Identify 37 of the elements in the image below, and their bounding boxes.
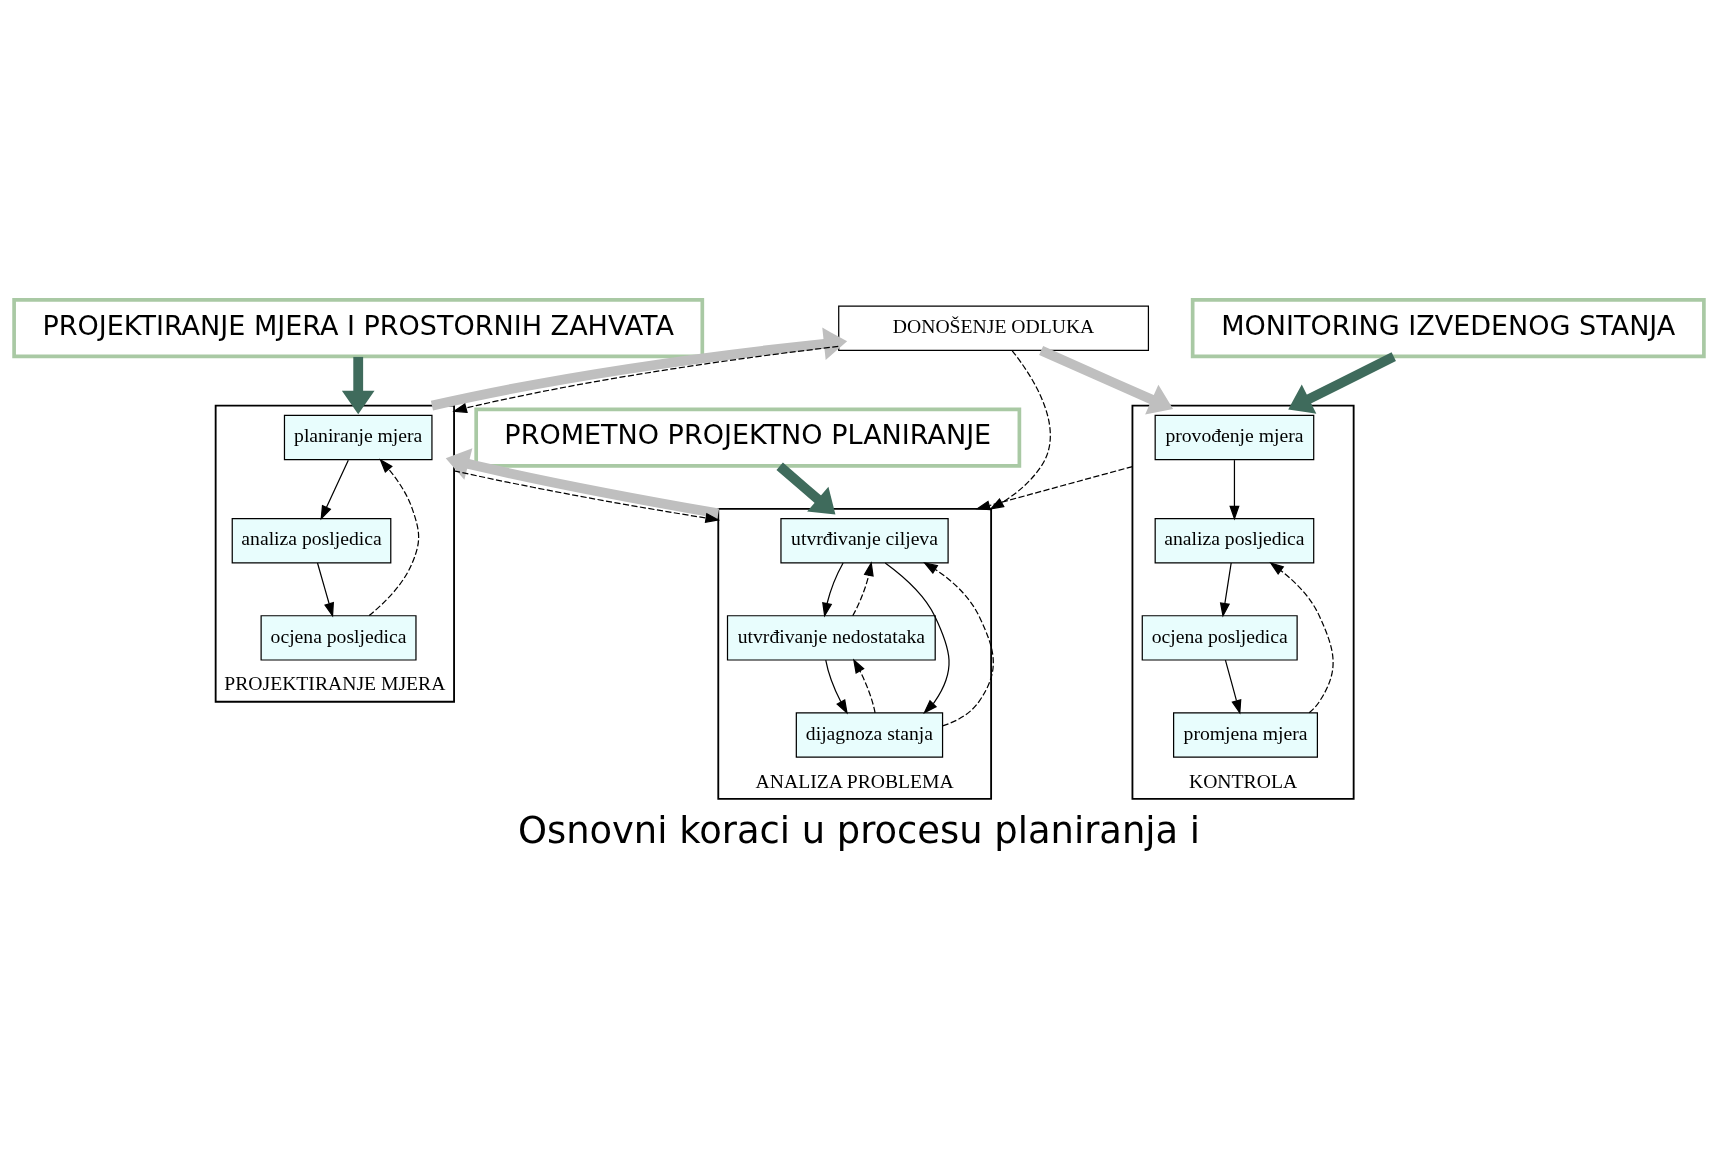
arrow [825,659,848,714]
arrow [884,561,950,714]
node-box: MONITORING IZVEDENOG STANJA [1190,297,1706,358]
arrow [852,560,874,616]
arrow [1039,345,1174,415]
arrow [452,345,839,413]
node-box: promjena mjera [1173,711,1318,758]
arrow [923,561,994,726]
arrow [453,469,721,523]
arrow [430,327,848,410]
node-box: ocjena posljedica [260,614,417,661]
arrow [445,447,720,518]
node-box: analiza posljedica [1154,517,1315,564]
node-box: provođenje mjera [1154,414,1315,460]
node-box: analiza posljedica [231,517,392,564]
arrow [1269,561,1334,713]
arrow [368,457,420,616]
arrow [989,349,1051,510]
arrow [822,561,844,618]
arrow [852,658,876,713]
arrow [975,465,1134,510]
caption: Osnovni koraci u procesu planiranja i [517,808,1201,852]
arrow [341,356,375,414]
arrow [1229,459,1240,520]
node-box: dijagnoza stanja [795,711,944,758]
arrow [1224,659,1242,715]
node-box: PROJEKTIRANJE MJERA I PROSTORNIH ZAHVATA [12,297,705,358]
arrow [316,561,334,617]
node-box: planiranje mjera [283,414,433,460]
arrow [320,459,349,520]
node-box: PROMETNO PROJEKTNO PLANIRANJE [474,406,1022,468]
arrow [1288,351,1396,414]
node-box: DONOŠENJE ODLUKA [838,304,1150,351]
node-box: utvrđivanje ciljeva [780,517,949,564]
node-box: utvrđivanje nedostataka [726,614,936,661]
arrow [1219,561,1232,618]
node-box: ocjena posljedica [1141,614,1298,661]
